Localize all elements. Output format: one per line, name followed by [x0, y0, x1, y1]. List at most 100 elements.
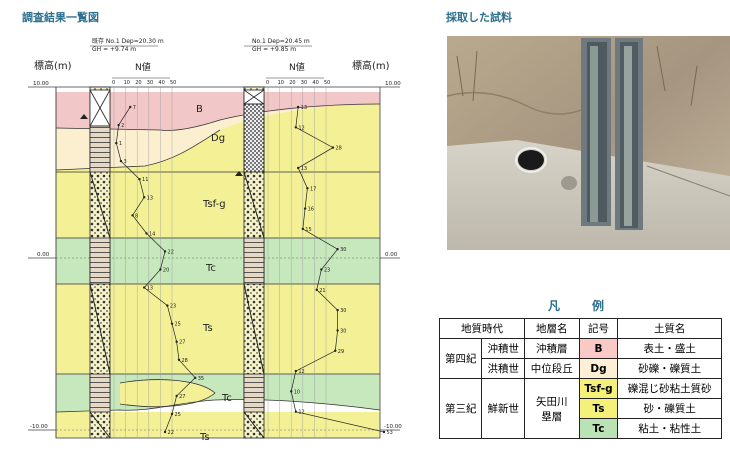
- legend-header: 地質時代: [439, 318, 525, 339]
- n-value-label: 13: [147, 286, 153, 292]
- n-value-label: 23: [324, 268, 330, 274]
- n-value-point: [142, 286, 146, 289]
- legend-row: 第三紀 鮮新世 矢田川塁層 Tsf-g 礫混じ砂粘土質砂: [438, 378, 722, 439]
- n-value-label: 21: [319, 288, 325, 294]
- n-value-label: 12: [298, 125, 304, 131]
- n-tick-label: 50: [324, 80, 330, 86]
- n-value-label: 30: [340, 328, 346, 334]
- n-tick-label: 10: [124, 80, 130, 86]
- n-value-label: 13: [301, 166, 307, 172]
- n-value-point: [166, 304, 169, 307]
- n-value-label: 16: [308, 207, 314, 213]
- n-value-point: [301, 227, 304, 231]
- n-value-point: [306, 187, 309, 190]
- n-tick-label: 0: [112, 80, 115, 86]
- n-value-label: 11: [142, 177, 148, 183]
- legend-symbol: Tsf-g: [578, 378, 619, 399]
- n-tick-label: 30: [147, 80, 153, 86]
- boring1-depth: 既存 No.1 Dep=20.30 m: [92, 37, 164, 45]
- n-value-point: [320, 268, 323, 271]
- n-value-point: [336, 329, 339, 332]
- n-value-point: [334, 349, 337, 352]
- n-tick-label: 30: [301, 80, 307, 86]
- n-value-point: [129, 105, 132, 109]
- n-value-point: [170, 412, 174, 416]
- legend-formation: 沖積層: [523, 338, 580, 359]
- n-value-label: 13: [147, 195, 153, 201]
- n-value-point: [117, 123, 120, 127]
- n-value-label: 25: [175, 412, 181, 418]
- n-value-label: 20: [163, 268, 169, 274]
- boring2-gh: GH = +9.85 m: [252, 46, 296, 53]
- legend-table: 地質時代 地層名 記号 土質名 第四紀 沖積世 沖積層 B 表土・盛土 洪積世 …: [438, 318, 722, 439]
- legend-symbol: Tc: [578, 418, 619, 439]
- elev-tick-zero: 0.00: [37, 252, 50, 258]
- n-value-point: [296, 166, 300, 170]
- boring2-depth: No.1 Dep=20.45 m: [252, 38, 310, 45]
- n-tick-label: 0: [266, 80, 269, 86]
- n-value-label: 22: [168, 249, 174, 255]
- n-value-point: [336, 308, 339, 312]
- svg-text:-10.00: -10.00: [384, 424, 402, 430]
- n-value-label: 2: [121, 123, 124, 129]
- layer-label-b: B: [196, 104, 203, 115]
- legend-header-row: 地質時代 地層名 記号 土質名: [439, 318, 722, 339]
- borehole: [518, 150, 544, 170]
- legend-row: 洪積世 中位段丘 Dg 砂礫・礫質土: [440, 358, 722, 379]
- n-value-point: [175, 340, 178, 343]
- svg-text:10.00: 10.00: [385, 81, 401, 87]
- n-axis-title-1: N値: [135, 61, 151, 73]
- legend-symbol: Dg: [578, 358, 619, 379]
- legend-header: 地層名: [523, 318, 580, 339]
- n-value-label: 28: [181, 358, 187, 364]
- n-value-point: [115, 141, 118, 145]
- n-value-point: [315, 288, 318, 292]
- n-value-label: 30: [340, 308, 346, 314]
- n-value-point: [145, 232, 148, 235]
- sample-photo: [447, 36, 730, 250]
- legend-soil: 表土・盛土: [617, 338, 722, 359]
- legend-symbol: Ts: [578, 398, 619, 419]
- n-value-label: 17: [310, 186, 316, 192]
- legend-title: 凡 例: [548, 299, 615, 313]
- n-tick-label: 50: [170, 80, 176, 86]
- n-value-point: [290, 390, 293, 393]
- n-value-point: [131, 214, 134, 217]
- n-value-point: [119, 159, 123, 163]
- svg-text:0.00: 0.00: [385, 252, 398, 258]
- legend-period: 第四紀: [438, 338, 483, 379]
- n-value-label: 8: [135, 213, 138, 219]
- n-value-point: [331, 146, 335, 149]
- n-value-point: [175, 394, 178, 398]
- n-value-label: 14: [149, 231, 155, 237]
- n-value-label: 10: [294, 389, 300, 395]
- photo-title: 採取した試料: [446, 11, 512, 24]
- water-level-icon-2: [235, 171, 243, 176]
- n-value-label: 29: [338, 349, 344, 355]
- layer-label-tc: Tc: [205, 263, 216, 274]
- n-value-point: [294, 126, 298, 129]
- n-value-label: 25: [175, 322, 181, 328]
- n-tick-label: 40: [312, 80, 318, 86]
- legend-period: 第三紀: [438, 378, 483, 439]
- n-value-label: 53: [387, 430, 393, 436]
- legend-soil: 砂・礫質土: [617, 398, 722, 419]
- boring-diagram: 標高(m) 標高(m) 10.00 0.00 -10.00 10.00 0.00…: [28, 37, 402, 443]
- n-value-point: [194, 376, 197, 380]
- n-value-label: 27: [179, 394, 185, 400]
- legend-epoch: 鮮新世: [481, 378, 525, 439]
- n-tick-label: 20: [289, 80, 295, 86]
- n-value-label: 13: [301, 105, 307, 111]
- water-level-icon: [80, 114, 88, 119]
- n-value-label: 1: [119, 141, 122, 147]
- layer-label-ts: Ts: [202, 323, 213, 334]
- legend-row: 第四紀 沖積世 沖積層 B 表土・盛土: [438, 338, 722, 379]
- legend-row: Tc 粘土・粘性土: [440, 418, 722, 439]
- n-value-point: [382, 430, 386, 434]
- n-value-point: [159, 268, 162, 271]
- n-value-point: [163, 250, 167, 253]
- n-value-label: 27: [179, 340, 185, 346]
- n-value-point: [303, 207, 307, 210]
- diagram-title: 調査結果一覧図: [22, 11, 99, 24]
- legend-soil: 粘土・粘性土: [617, 418, 722, 439]
